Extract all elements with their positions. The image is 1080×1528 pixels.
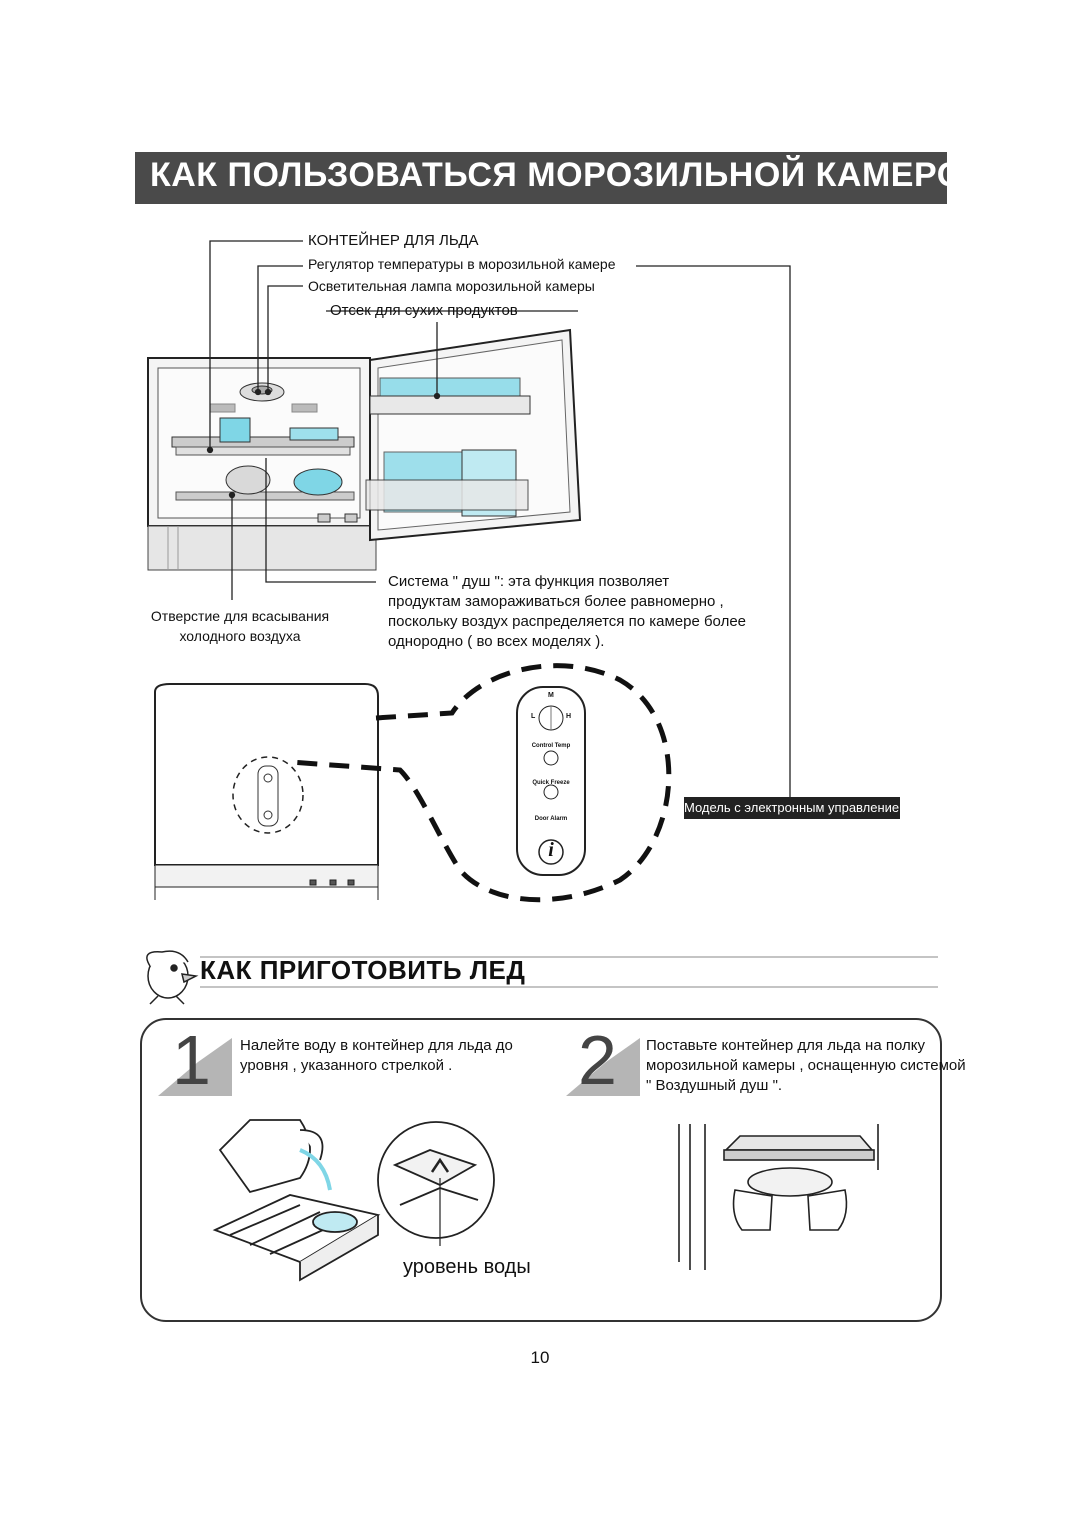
step-2-text: Поставьте контейнер для льда на полку мо… (646, 1036, 966, 1096)
water-level-magnifier (377, 1121, 495, 1246)
section-title: КАК ПРИГОТОВИТЬ ЛЕД (200, 955, 526, 985)
magnify-bubble (289, 663, 672, 903)
step-plates (158, 1038, 640, 1096)
hands-placing-tray-illustration (678, 1124, 879, 1270)
step-1-line: уровня , указанного стрелкой . (240, 1057, 453, 1074)
page-title: КАК ПОЛЬЗОВАТЬСЯ МОРОЗИЛЬНОЙ КАМЕРОЙ (150, 156, 989, 194)
dial-l-label: L (531, 713, 536, 720)
water-level-label: уровень воды (403, 1256, 531, 1278)
info-icon: i (548, 839, 554, 861)
door-alarm-label: Door Alarm (534, 816, 568, 822)
fridge-front-illustration (154, 683, 379, 900)
quick-freeze-label: Quick Freeze (532, 780, 570, 786)
control-panel (516, 686, 586, 876)
cold-air-description: Отверстие для всасывания холодного возду… (140, 606, 340, 646)
penguin-mascot-icon (146, 950, 199, 1005)
step-1-number: 1 (172, 1021, 211, 1099)
air-shower-line: продуктам замораживаться более равномерн… (388, 593, 724, 610)
kettle-pouring-illustration (212, 1119, 381, 1282)
step-1-line: Налейте воду в контейнер для льда до (240, 1037, 513, 1054)
model-badge: Модель с электронным управлением (684, 797, 908, 819)
air-shower-line: поскольку воздух распределяется по камер… (388, 613, 747, 630)
control-temp-label: Control Temp (531, 743, 571, 749)
dial-h-label: H (566, 713, 572, 720)
page-number: 10 (530, 1348, 550, 1367)
callout-lines (206, 240, 791, 797)
ice-container-label: КОНТЕЙНЕР ДЛЯ ЛЬДА (308, 232, 479, 249)
title-bar (135, 152, 947, 204)
temp-regulator-label: Регулятор температуры в морозильной каме… (308, 256, 616, 272)
freezer-illustration (147, 328, 582, 571)
steps-panel (140, 1018, 942, 1322)
step-2-line: " Воздушный душ ". (646, 1077, 783, 1094)
step-2-line: морозильной камеры , оснащенную системой (646, 1057, 966, 1074)
section-heading-lines (200, 956, 938, 988)
air-shower-line: однородно ( во всех моделях ). (388, 633, 605, 650)
step-1-text: Налейте воду в контейнер для льда до уро… (240, 1036, 513, 1076)
air-shower-line: Система " душ ": эта функция позволяет (388, 573, 670, 590)
step-2-number: 2 (578, 1021, 617, 1099)
cold-air-line: холодного воздуха (179, 628, 301, 644)
dial-m-label: M (548, 692, 554, 699)
air-shower-description: Система " душ ": эта функция позволяет п… (388, 572, 746, 652)
dry-goods-label: Отсек для сухих продуктов (330, 302, 518, 319)
freezer-lamp-label: Осветительная лампа морозильной камеры (308, 278, 595, 294)
cold-air-line: Отверстие для всасывания (150, 608, 330, 624)
step-2-line: Поставьте контейнер для льда на полку (646, 1037, 925, 1054)
